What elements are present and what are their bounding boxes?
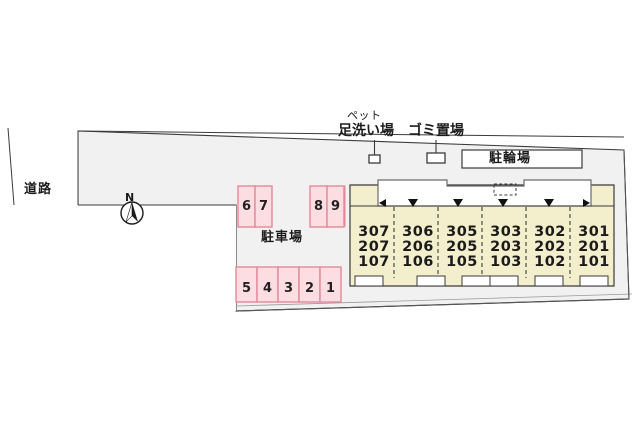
site-bottom-boundary — [235, 298, 630, 312]
compass-north-label: N — [125, 191, 135, 204]
parking-lot-label: 駐車場 — [261, 230, 304, 245]
unit-306: 306 — [402, 224, 434, 240]
bicycle-parking-box — [461, 149, 583, 169]
unit-103: 103 — [490, 254, 522, 270]
compass-rose: N — [112, 191, 152, 233]
parking-stall-7-number: 7 — [258, 199, 269, 214]
parking-stall-9[interactable] — [326, 185, 345, 228]
parking-stall-2-number: 2 — [304, 281, 315, 296]
road-area — [8, 128, 78, 205]
parking-stall-6-number: 6 — [241, 199, 252, 214]
unit-207: 207 — [358, 239, 390, 255]
compass-needle-dark — [132, 202, 138, 222]
garbage-icon — [426, 152, 446, 164]
bicycle-parking-label: 駐輪場 — [489, 151, 532, 166]
unit-column-5: 302 202 102 — [528, 225, 572, 270]
unit-202: 202 — [534, 239, 566, 255]
balcony-3 — [461, 275, 491, 287]
balcony-5 — [534, 275, 564, 287]
corridor-arrow-1 — [408, 199, 418, 207]
unit-301: 301 — [578, 224, 610, 240]
unit-102: 102 — [534, 254, 566, 270]
unit-column-2: 306 206 106 — [396, 225, 440, 270]
balcony-4 — [489, 275, 519, 287]
unit-105: 105 — [446, 254, 478, 270]
unit-307: 307 — [358, 224, 390, 240]
site-bottom-boundary-2 — [235, 293, 633, 307]
road-top-line — [77, 130, 625, 138]
balcony-1 — [354, 275, 384, 287]
road-label: 道路 — [24, 182, 53, 197]
corridor-arrow-2 — [453, 199, 463, 207]
unit-column-4: 303 203 103 — [484, 225, 528, 270]
unit-303: 303 — [490, 224, 522, 240]
pet-wash-icon — [368, 154, 381, 164]
parking-stall-1[interactable] — [319, 266, 342, 303]
pet-wash-sub-label: ペット — [347, 109, 382, 122]
stairwell-dashed-box — [493, 183, 517, 196]
pet-wash-label: 足洗い場 — [338, 123, 394, 139]
unit-106: 106 — [402, 254, 434, 270]
compass-needle-light — [125, 201, 133, 223]
unit-206: 206 — [402, 239, 434, 255]
site-right-boundary — [623, 149, 630, 300]
unit-205: 205 — [446, 239, 478, 255]
parking-stall-7[interactable] — [254, 185, 273, 228]
parking-stall-4-number: 4 — [262, 281, 273, 296]
unit-203: 203 — [490, 239, 522, 255]
corridor-arrow-3 — [498, 199, 508, 207]
parking-stall-1-number: 1 — [325, 281, 336, 296]
parking-stall-8-number: 8 — [313, 199, 324, 214]
unit-column-3: 305 205 105 — [440, 225, 484, 270]
parking-stall-5-number: 5 — [241, 281, 252, 296]
parking-stall-9-number: 9 — [330, 199, 341, 214]
unit-column-1: 307 207 107 — [352, 225, 396, 270]
unit-302: 302 — [534, 224, 566, 240]
balcony-2 — [416, 275, 446, 287]
corridor-arrow-4 — [544, 199, 554, 207]
parking-stall-3-number: 3 — [283, 281, 294, 296]
corridor-arrow-left — [379, 199, 386, 207]
unit-column-6: 301 201 101 — [572, 225, 616, 270]
unit-107: 107 — [358, 254, 390, 270]
garbage-area-label: ゴミ置場 — [408, 123, 464, 139]
balcony-6 — [579, 275, 609, 287]
corridor-arrow-right — [583, 199, 590, 207]
unit-201: 201 — [578, 239, 610, 255]
unit-305: 305 — [446, 224, 478, 240]
yard-area — [14, 205, 236, 311]
unit-101: 101 — [578, 254, 610, 270]
road-edge-outer — [7, 127, 15, 206]
